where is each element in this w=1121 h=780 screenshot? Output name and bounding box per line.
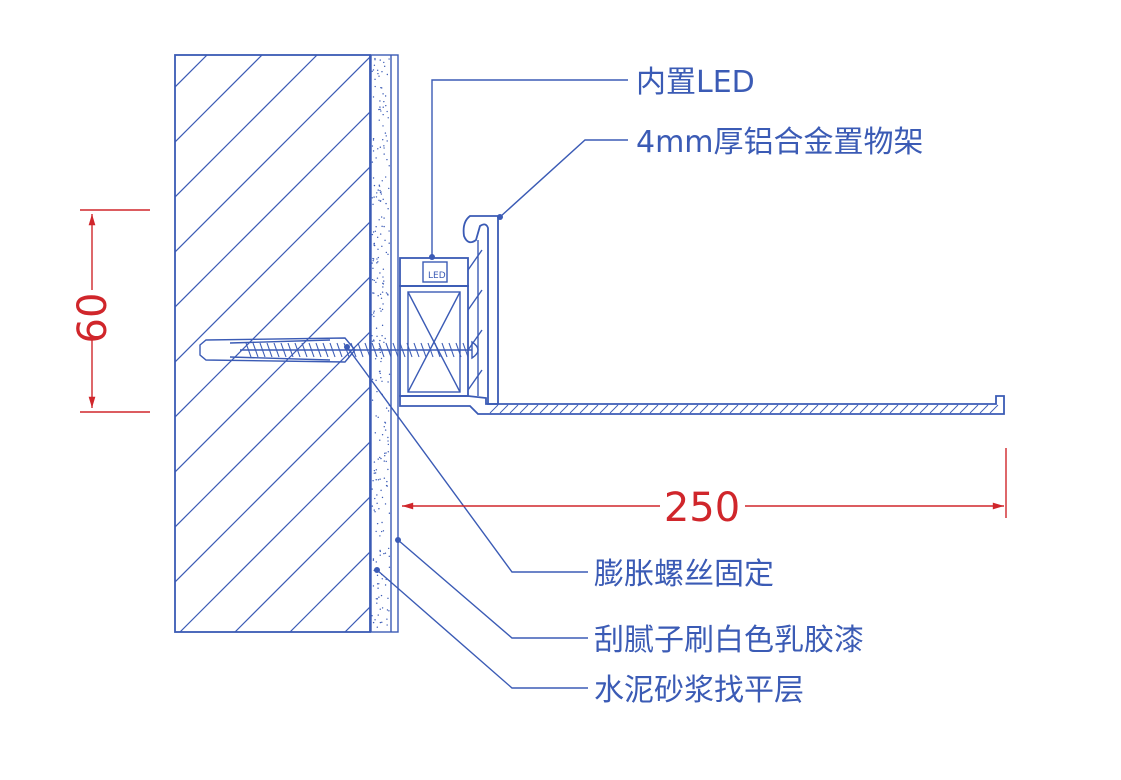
leader-lines xyxy=(344,79,628,689)
label-bolt: 膨胀螺丝固定 xyxy=(594,557,774,592)
concrete-wall xyxy=(174,54,371,633)
dimension-width: 250 xyxy=(402,448,1007,531)
label-led: 内置LED xyxy=(636,65,755,100)
svg-text:LED: LED xyxy=(428,271,446,281)
label-shelf: 4mm厚铝合金置物架 xyxy=(636,125,924,160)
dimension-height: 60 xyxy=(70,209,150,413)
dimension-height-value: 60 xyxy=(70,293,116,344)
mortar-plaster-layer xyxy=(370,54,399,633)
label-paint: 刮腻子刷白色乳胶漆 xyxy=(594,623,864,658)
aluminum-shelf-profile xyxy=(399,215,1005,415)
dimension-width-value: 250 xyxy=(664,485,740,531)
led-housing: LED xyxy=(399,257,469,397)
label-mortar: 水泥砂浆找平层 xyxy=(594,673,804,708)
expansion-bolt xyxy=(199,337,479,363)
